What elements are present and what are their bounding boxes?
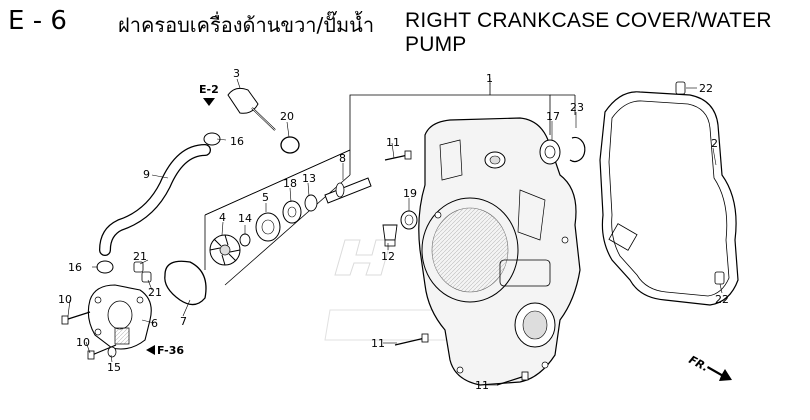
callout-numbers: 1 2 3 4 5 6 7 8 9 10 10 11 11 11 12 13 1… xyxy=(58,67,729,392)
front-direction: FR. xyxy=(687,353,732,381)
callout-11-upper: 11 xyxy=(386,136,400,149)
pump-o-ring xyxy=(164,260,207,306)
callout-2: 2 xyxy=(711,137,718,150)
front-label: FR. xyxy=(687,353,711,374)
callout-3: 3 xyxy=(233,67,240,80)
callout-22-lower: 22 xyxy=(715,293,729,306)
diagram-header: E - 6 ฝาครอบเครื่องด้านขวา/ปั๊มน้ำ RIGHT… xyxy=(0,0,810,56)
callout-10-lower: 10 xyxy=(76,336,90,349)
callout-12: 12 xyxy=(381,250,395,263)
leader-lines xyxy=(67,78,723,386)
front-arrow-icon xyxy=(707,366,732,381)
callout-6: 6 xyxy=(151,317,158,330)
callout-8: 8 xyxy=(339,152,346,165)
callout-1: 1 xyxy=(486,72,493,85)
reference-f36-arrow-icon xyxy=(146,345,155,355)
callout-15: 15 xyxy=(107,361,121,374)
reference-e2: E-2 xyxy=(199,83,219,96)
pump-bolts xyxy=(61,311,117,360)
crankcase-cover xyxy=(418,117,581,386)
callout-11-lower: 11 xyxy=(475,379,489,392)
callout-17: 17 xyxy=(546,110,560,123)
callout-14: 14 xyxy=(238,212,252,225)
callout-10-upper: 10 xyxy=(58,293,72,306)
water-pump-cover xyxy=(87,284,152,350)
callout-20: 20 xyxy=(280,110,294,123)
reference-f36: F-36 xyxy=(157,344,184,357)
callout-16-upper: 16 xyxy=(230,135,244,148)
callout-5: 5 xyxy=(262,191,269,204)
title-thai: ฝาครอบเครื่องด้านขวา/ปั๊มน้ำ xyxy=(118,13,375,37)
callout-19: 19 xyxy=(403,187,417,200)
pump-parts-box xyxy=(204,149,351,270)
callout-7: 7 xyxy=(180,315,187,328)
callout-21-lower: 21 xyxy=(148,286,162,299)
callout-18: 18 xyxy=(283,177,297,190)
callout-9: 9 xyxy=(143,168,150,181)
callout-4: 4 xyxy=(219,211,226,224)
callout-23: 23 xyxy=(570,101,584,114)
callout-16-lower: 16 xyxy=(68,261,82,274)
bearing-and-circlip xyxy=(539,136,586,165)
gasket xyxy=(599,91,739,306)
reference-e2-arrow-icon xyxy=(203,98,215,106)
section-code: E - 6 xyxy=(8,6,67,36)
water-hose xyxy=(99,144,211,256)
pump-shaft xyxy=(324,177,372,204)
callout-13: 13 xyxy=(302,172,316,185)
filler-cap xyxy=(227,87,276,131)
seal-plug-bolts xyxy=(382,150,529,386)
title-english: RIGHT CRANKCASE COVER/WATER PUMP xyxy=(405,9,772,56)
callout-11-middle: 11 xyxy=(371,337,385,350)
cross-references: E-2 F-36 xyxy=(146,83,219,357)
dowel-pins xyxy=(675,81,725,285)
o-ring xyxy=(280,136,300,154)
pump-seals-impeller xyxy=(209,194,318,266)
pump-dowels xyxy=(133,261,152,283)
callout-21-upper: 21 xyxy=(133,250,147,263)
callout-22-upper: 22 xyxy=(699,82,713,95)
